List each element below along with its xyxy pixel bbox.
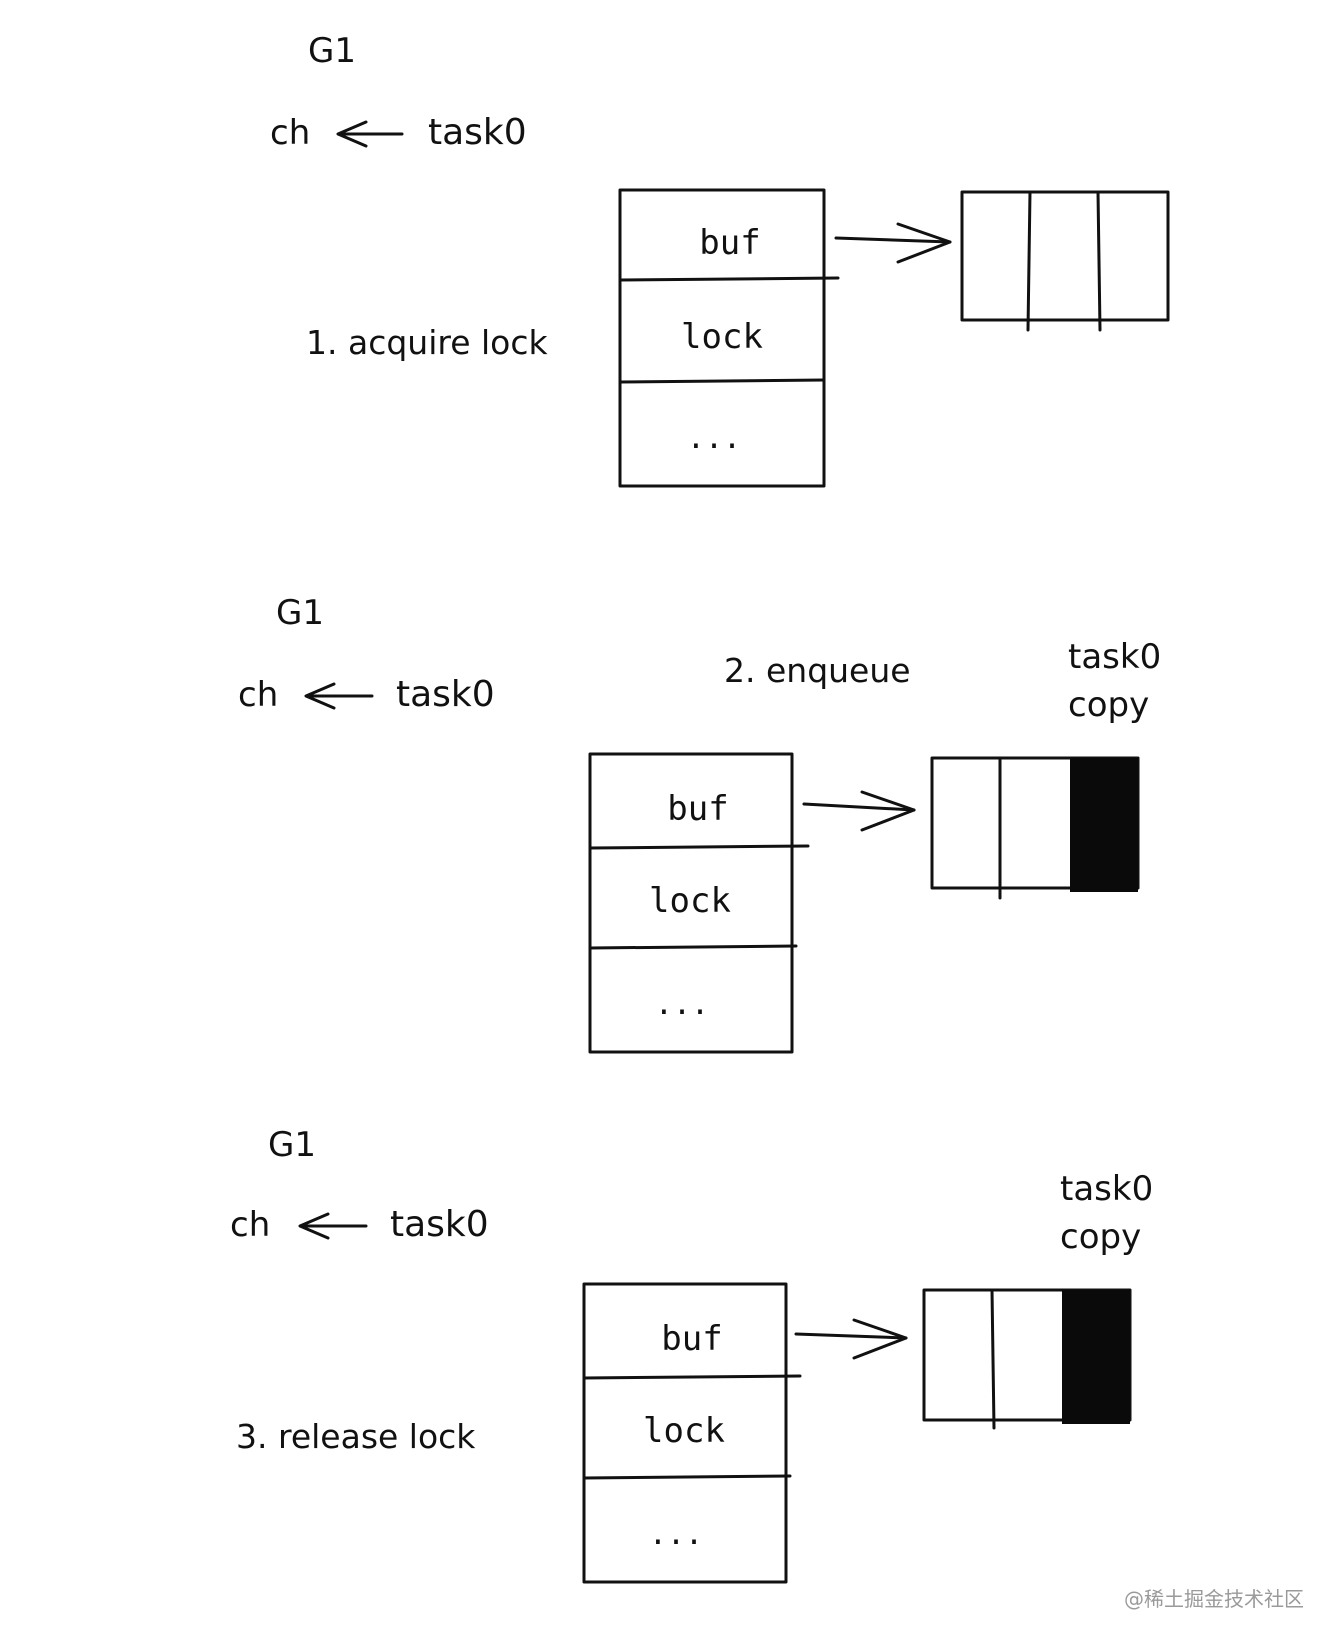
goroutine-label: G1 xyxy=(308,31,356,71)
channel-label: ch xyxy=(230,1205,270,1245)
hchan-struct: buf lock ... xyxy=(582,1282,802,1584)
watermark: @稀土掘金技术社区 xyxy=(1124,1587,1304,1611)
buf-pointer-arrow xyxy=(794,1318,908,1360)
ring-buffer xyxy=(922,1288,1132,1430)
buf-pointer-arrow xyxy=(834,222,952,264)
buf-pointer-arrow xyxy=(802,790,916,832)
task-label: task0 xyxy=(428,112,527,153)
task-label: task0 xyxy=(396,674,495,715)
field-rest: ... xyxy=(655,987,709,1022)
ring-buffer xyxy=(960,190,1170,332)
ring-buffer xyxy=(930,756,1140,900)
channel-label: ch xyxy=(270,113,310,153)
slot-label-line-2: copy xyxy=(1068,685,1149,725)
slot-label-line-1: task0 xyxy=(1060,1169,1153,1209)
field-buf: buf xyxy=(667,789,728,829)
task-label: task0 xyxy=(390,1204,489,1245)
channel-label: ch xyxy=(238,675,278,715)
slot-label-line-1: task0 xyxy=(1068,637,1161,677)
goroutine-label: G1 xyxy=(268,1125,316,1165)
field-rest: ... xyxy=(649,1517,703,1552)
field-lock: lock xyxy=(649,881,731,921)
send-arrow xyxy=(298,1212,368,1240)
field-lock: lock xyxy=(643,1411,725,1451)
filled-slot xyxy=(1070,758,1138,892)
panel-2: G1 ch task0 2. enqueue task0 copy buf lo… xyxy=(238,593,1161,1054)
field-buf: buf xyxy=(661,1319,722,1359)
panel-3: G1 ch task0 3. release lock task0 copy b… xyxy=(230,1125,1153,1584)
field-lock: lock xyxy=(681,317,763,357)
slot-label-line-2: copy xyxy=(1060,1217,1141,1257)
step-label: 3. release lock xyxy=(236,1417,476,1456)
step-label: 1. acquire lock xyxy=(306,323,549,362)
panel-1: G1 ch task0 1. acquire lock buf lock ... xyxy=(270,31,1170,488)
field-buf: buf xyxy=(699,223,760,263)
send-arrow xyxy=(304,682,374,710)
filled-slot xyxy=(1062,1290,1130,1424)
hchan-struct: buf lock ... xyxy=(618,188,840,488)
send-arrow xyxy=(336,120,404,148)
goroutine-label: G1 xyxy=(276,593,324,633)
field-rest: ... xyxy=(687,421,741,456)
step-label: 2. enqueue xyxy=(724,651,911,690)
hchan-struct: buf lock ... xyxy=(588,752,810,1054)
